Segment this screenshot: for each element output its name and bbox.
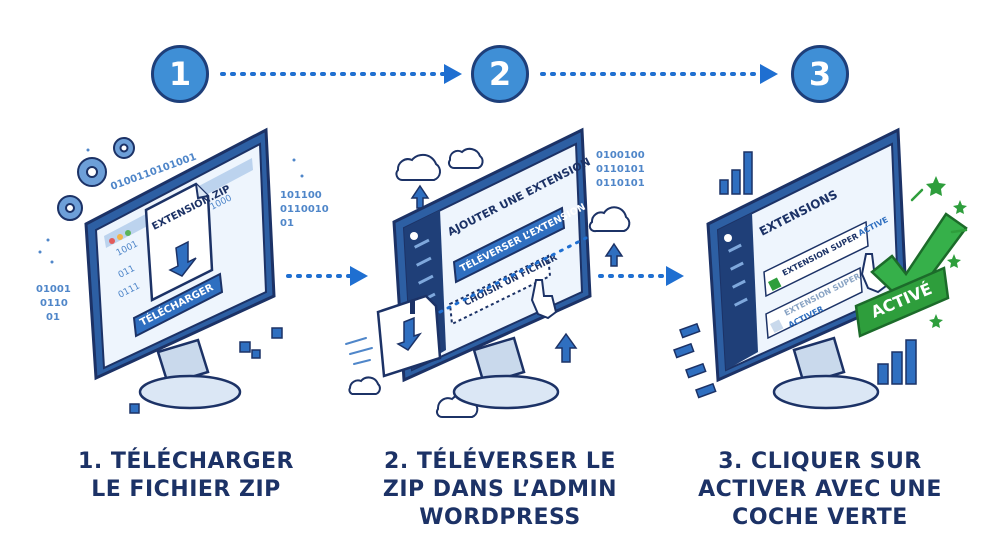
caption-line: WORDPRESS — [419, 505, 581, 530]
caption-line: LE FICHIER ZIP — [91, 477, 281, 502]
binary-text: 01 — [280, 218, 294, 229]
binary-text: 101100 — [280, 190, 322, 201]
step-2-caption: 2. TÉLÉVERSER LE ZIP DANS L’ADMIN WORDPR… — [350, 448, 650, 532]
caption-line: COCHE VERTE — [732, 505, 908, 530]
monitor-1: 1001 011 0111 1000 EXTENSION.ZIP TÉLÉCHA… — [36, 127, 329, 414]
monitor-3: EXTENSIONS EXTENSION SUPER ACTIVE EXTENS… — [673, 127, 968, 410]
monitor-2: AJOUTER UNE EXTENSION TÉLÉVERSER L’EXTEN… — [345, 127, 645, 418]
mid-arrow-1-2 — [286, 266, 368, 286]
sparkle-icon — [926, 176, 967, 328]
binary-text: 0100100 — [596, 150, 645, 161]
binary-text: 0110101 — [596, 164, 645, 175]
binary-text: 0110 — [40, 298, 68, 309]
step-2-number: 2 — [471, 45, 529, 103]
step-3-caption: 3. CLIQUER SUR ACTIVER AVEC UNE COCHE VE… — [670, 448, 970, 532]
top-arrow-1-2 — [220, 64, 462, 84]
top-arrow-2-3 — [540, 64, 778, 84]
step-1-number: 1 — [151, 45, 209, 103]
hand-cursor-icon — [530, 279, 558, 320]
caption-line: ACTIVER AVEC UNE — [698, 477, 942, 502]
mid-arrow-2-3 — [598, 266, 684, 286]
caption-line: 3. CLIQUER SUR — [718, 449, 922, 474]
bar-chart-icon — [719, 151, 917, 385]
step-1-caption: 1. TÉLÉCHARGER LE FICHIER ZIP — [36, 448, 336, 504]
caption-line: 1. TÉLÉCHARGER — [78, 449, 294, 474]
binary-text: 01 — [46, 312, 60, 323]
zip-file-icon — [376, 294, 442, 378]
up-arrow-icon — [410, 184, 624, 363]
caption-line: ZIP DANS L’ADMIN — [382, 477, 618, 502]
binary-text: 0110101 — [596, 178, 645, 189]
gear-icon — [57, 137, 135, 221]
binary-text: 01001 — [36, 284, 71, 295]
step-3-number: 3 — [791, 45, 849, 103]
caption-line: 2. TÉLÉVERSER LE — [384, 449, 616, 474]
binary-text: 0110010 — [280, 204, 329, 215]
